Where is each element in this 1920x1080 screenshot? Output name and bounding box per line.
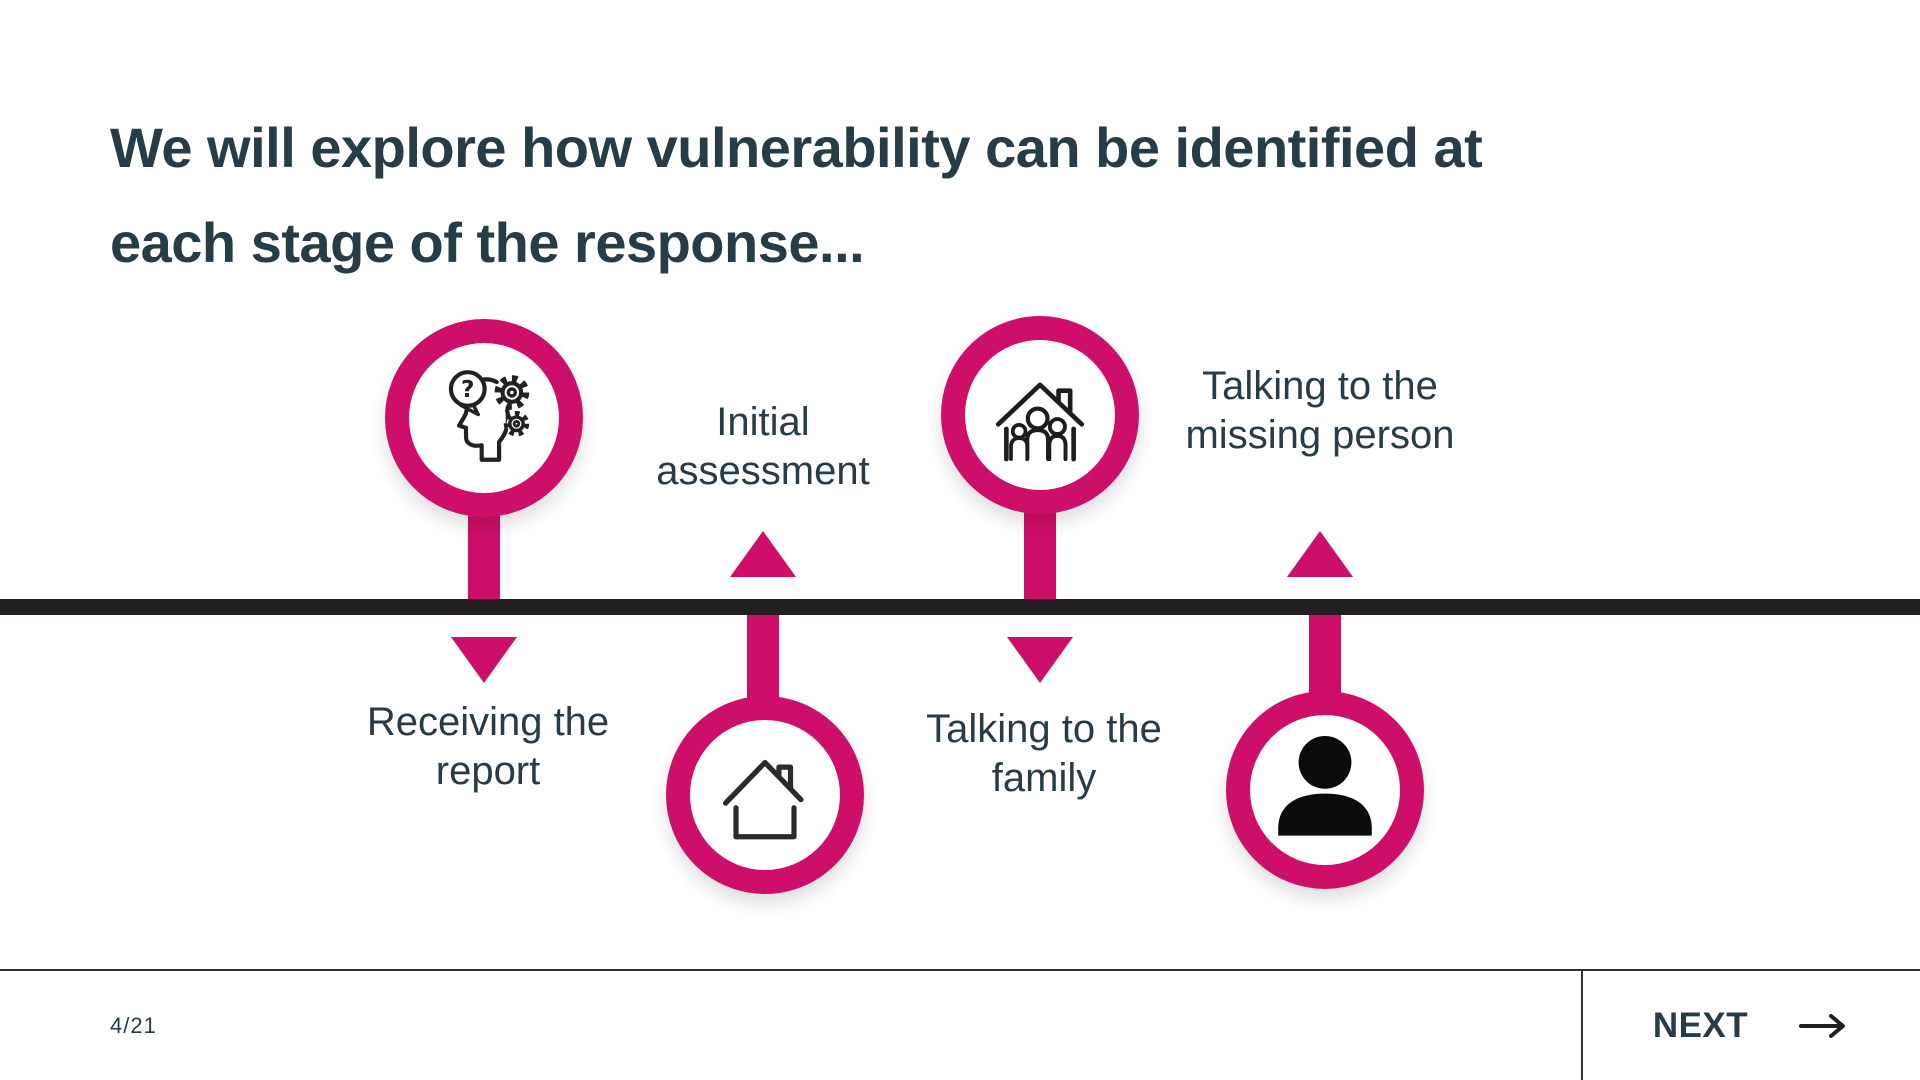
person-icon xyxy=(1278,736,1372,836)
arrow-down-marker xyxy=(1007,637,1073,683)
next-button[interactable]: NEXT xyxy=(1583,971,1920,1080)
family-in-house-icon xyxy=(995,382,1085,462)
house-icon xyxy=(722,759,804,840)
stage-circle xyxy=(666,696,864,894)
next-button-label: NEXT xyxy=(1652,1005,1749,1045)
arrow-up-marker xyxy=(1287,531,1353,577)
page-title-line-1: We will explore how vulnerability can be… xyxy=(110,116,1483,179)
stage-circle xyxy=(941,316,1139,514)
stage-label: Talking to the missing person xyxy=(1185,364,1455,457)
stage-label: Talking to the family xyxy=(926,707,1162,800)
arrow-right-icon xyxy=(1799,1013,1846,1038)
stage-circle xyxy=(1226,691,1424,889)
stage-label: Receiving the report xyxy=(366,700,610,793)
page-title-line-2: each stage of the response... xyxy=(110,211,865,274)
arrow-down-marker xyxy=(451,637,517,683)
page-indicator: 4/21 xyxy=(110,1013,157,1038)
timeline-axis xyxy=(0,599,1920,615)
footer-vertical-divider xyxy=(1581,969,1583,1080)
svg-text:?: ? xyxy=(461,376,474,403)
arrow-up-marker xyxy=(730,531,796,577)
footer-divider xyxy=(0,969,1920,971)
stage-label: Initial assessment xyxy=(656,400,870,493)
thinking-head-question-gears-icon: ? xyxy=(448,370,530,462)
stage-circle: ? xyxy=(385,319,583,517)
page-title: We will explore how vulnerability can be… xyxy=(110,100,1483,290)
